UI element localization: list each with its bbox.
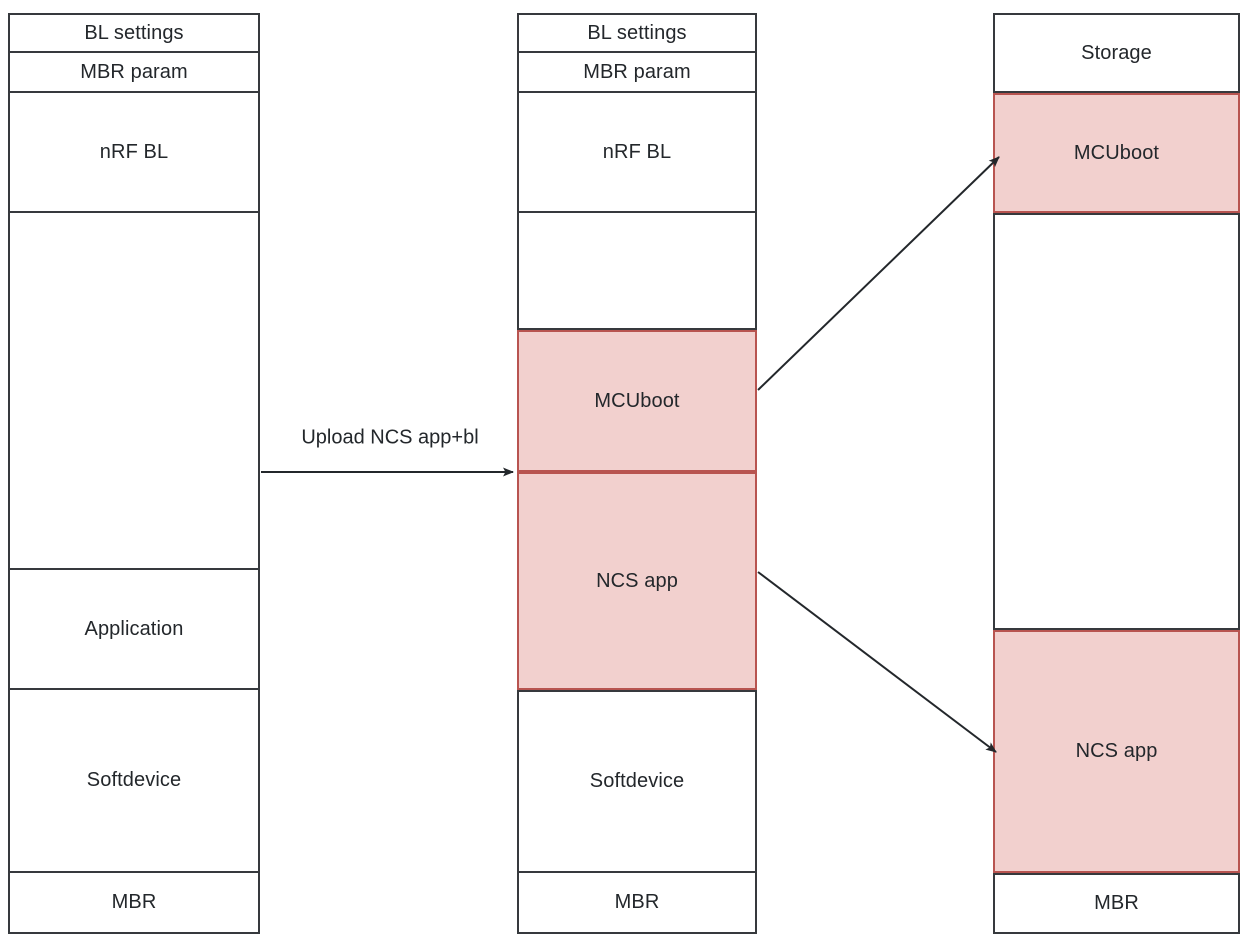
- partition-label: MBR: [111, 891, 157, 913]
- partition-label: NCS app: [1075, 740, 1158, 762]
- partition-label: Application: [84, 617, 184, 640]
- partition-before-mbr[interactable]: MBR: [8, 873, 260, 934]
- partition-label: BL settings: [84, 21, 184, 44]
- partition-label: Storage: [1081, 41, 1152, 64]
- partition-label: MCUboot: [594, 389, 680, 412]
- partition-label: Softdevice: [589, 770, 685, 792]
- partition-uploaded-softdevice[interactable]: Softdevice: [517, 690, 757, 873]
- partition-label: NCS app: [596, 569, 678, 592]
- partition-label: MBR: [614, 891, 660, 913]
- partition-uploaded-empty[interactable]: [517, 213, 757, 330]
- partition-before-empty[interactable]: [8, 213, 260, 570]
- partition-label: Softdevice: [86, 769, 182, 791]
- partition-after-ncs-app[interactable]: NCS app: [993, 630, 1240, 873]
- partition-label: nRF BL: [602, 140, 672, 163]
- mcuboot-mapping-arrow: [757, 156, 1000, 391]
- partition-label: BL settings: [587, 21, 687, 44]
- partition-label: MBR param: [583, 60, 691, 83]
- partition-label: nRF BL: [99, 140, 169, 163]
- partition-after-empty[interactable]: [993, 213, 1240, 630]
- partition-before-application[interactable]: Application: [8, 570, 260, 690]
- partition-uploaded-ncs-app[interactable]: NCS app: [517, 472, 757, 690]
- partition-before-mbr-param[interactable]: MBR param: [8, 53, 260, 93]
- partition-uploaded-mbr-param[interactable]: MBR param: [517, 53, 757, 93]
- partition-uploaded-mcuboot[interactable]: MCUboot: [517, 330, 757, 472]
- partition-before-softdevice[interactable]: Softdevice: [8, 690, 260, 873]
- upload-arrow-label: Upload NCS app+bl: [297, 426, 483, 450]
- partition-uploaded-nrf-bl[interactable]: nRF BL: [517, 93, 757, 213]
- partition-label: MBR: [1094, 892, 1139, 914]
- partition-uploaded-mbr[interactable]: MBR: [517, 873, 757, 934]
- partition-before-nrf-bl[interactable]: nRF BL: [8, 93, 260, 213]
- partition-after-storage[interactable]: Storage: [993, 13, 1240, 93]
- partition-after-mcuboot[interactable]: MCUboot: [993, 93, 1240, 213]
- partition-uploaded-bl-settings[interactable]: BL settings: [517, 13, 757, 53]
- partition-label: MCUboot: [1073, 141, 1160, 164]
- partition-after-mbr[interactable]: MBR: [993, 873, 1240, 934]
- partition-before-bl-settings[interactable]: BL settings: [8, 13, 260, 53]
- ncs-app-mapping-arrow: [757, 571, 997, 753]
- partition-label: MBR param: [80, 60, 188, 83]
